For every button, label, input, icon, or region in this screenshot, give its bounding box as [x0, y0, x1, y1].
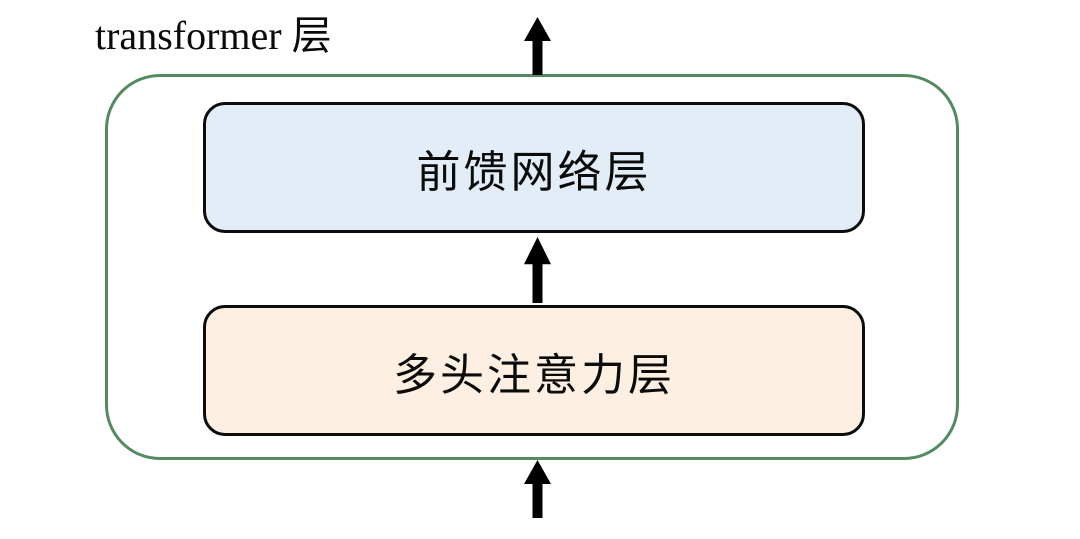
arrow-up-between-icon: [524, 237, 551, 303]
diagram-title: transformer 层: [95, 13, 332, 58]
arrow-up-shape: [524, 237, 551, 303]
arrow-up-shape: [524, 17, 551, 75]
arrow-up-output-icon: [524, 17, 551, 75]
multi-head-attention-layer-label: 多头注意力层: [393, 350, 675, 400]
feed-forward-layer-label: 前馈网络层: [416, 147, 652, 197]
arrow-up-input-icon: [524, 460, 551, 518]
arrow-up-shape: [524, 460, 551, 518]
multi-head-attention-layer-box: 多头注意力层: [203, 305, 865, 436]
feed-forward-layer-box: 前馈网络层: [203, 102, 865, 233]
